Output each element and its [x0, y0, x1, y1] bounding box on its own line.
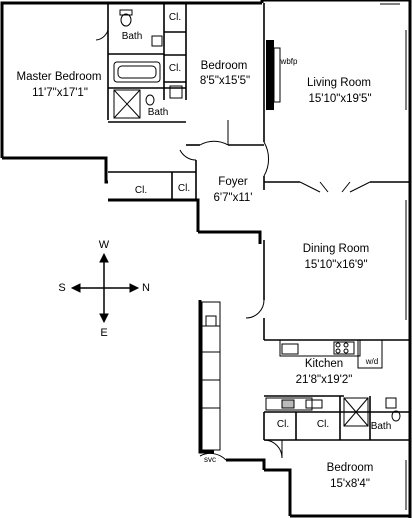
bedroom-top-dims: 8'5"x15'5": [199, 75, 251, 87]
bath-label-kitchen: Bath: [370, 421, 392, 432]
closet-label-1: Cl.: [168, 12, 182, 23]
kitchen-label: Kitchen: [304, 358, 344, 370]
washer-dryer-label: w/d: [365, 357, 379, 366]
kitchen-counters: [201, 301, 383, 451]
living-room-dims: 15'10"x19'5": [308, 93, 372, 105]
foyer-dims: 6'7"x11': [213, 192, 253, 204]
fireplace: [266, 40, 281, 110]
master-bedroom-dims: 11'7"x17'1": [32, 87, 88, 99]
bath-label-top: Bath: [121, 31, 143, 42]
dining-room-label: Dining Room: [302, 243, 370, 255]
compass-east: E: [100, 327, 108, 339]
compass-south: S: [58, 282, 66, 294]
foyer-label: Foyer: [218, 176, 248, 188]
closet-label-2: Cl.: [168, 63, 182, 74]
closet-label-5: Cl.: [276, 419, 290, 430]
compass-rose: [70, 252, 140, 324]
closet-label-3: Cl.: [134, 185, 148, 196]
bath-label-mid: Bath: [147, 107, 169, 118]
interior-walls: [107, 3, 410, 441]
dining-room-dims: 15'10"x16'9": [304, 259, 368, 271]
kitchen-dims: 21'8"x19'2": [295, 374, 353, 386]
bath-fixtures: [113, 9, 401, 427]
closet-label-6: Cl.: [316, 419, 330, 430]
bedroom-top-label: Bedroom: [200, 60, 248, 72]
compass-west: W: [98, 239, 110, 251]
windows: [380, 3, 407, 510]
service-label: svc: [204, 455, 216, 464]
closet-label-4: Cl.: [177, 183, 191, 194]
fireplace-label: wbfp: [280, 57, 298, 66]
bedroom-bottom-dims: 15'x8'4": [330, 478, 370, 490]
living-room-label: Living Room: [307, 77, 371, 89]
master-bedroom-label: Master Bedroom: [16, 71, 102, 83]
doors: [95, 29, 371, 461]
compass-north: N: [142, 282, 150, 294]
bedroom-bottom-label: Bedroom: [326, 462, 374, 474]
